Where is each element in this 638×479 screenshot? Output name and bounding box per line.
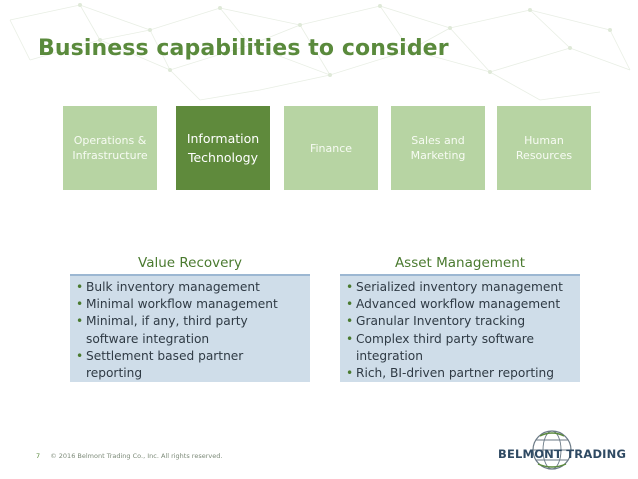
- globe-logo-icon: [532, 430, 572, 470]
- tab-information-technology[interactable]: Information Technology: [176, 106, 270, 190]
- tab-sales-marketing[interactable]: Sales and Marketing: [391, 106, 485, 190]
- value-recovery-heading: Value Recovery: [70, 252, 310, 276]
- asset-management-heading: Asset Management: [340, 252, 580, 276]
- asset-management-panel: Serialized inventory management Advanced…: [340, 276, 580, 382]
- page-title: Business capabilities to consider: [38, 36, 449, 61]
- list-item: Settlement based partner: [76, 348, 304, 365]
- page-number: 7: [36, 452, 41, 460]
- list-item: Granular Inventory tracking: [346, 313, 574, 330]
- list-item: Minimal, if any, third party: [76, 313, 304, 330]
- copyright-text: © 2016 Belmont Trading Co., Inc. All rig…: [50, 452, 223, 460]
- list-item: Rich, BI-driven partner reporting: [346, 365, 574, 382]
- network-background: [9, 3, 631, 101]
- tab-label: Sales and Marketing: [410, 134, 466, 162]
- list-item: Complex third party software: [346, 331, 574, 348]
- tab-label: Information Technology: [186, 131, 260, 165]
- tab-label: Human Resources: [515, 134, 573, 162]
- list-item-continuation: integration: [356, 348, 423, 363]
- tab-human-resources[interactable]: Human Resources: [497, 106, 591, 190]
- footer: 7 © 2016 Belmont Trading Co., Inc. All r…: [36, 452, 222, 460]
- tab-finance[interactable]: Finance: [284, 106, 378, 190]
- tab-label: Operations & Infrastructure: [72, 134, 148, 162]
- tab-label: Finance: [309, 141, 353, 155]
- list-item-continuation: software integration: [86, 331, 210, 346]
- list-item: Bulk inventory management: [76, 279, 304, 296]
- list-item-continuation: reporting: [86, 366, 143, 381]
- value-recovery-panel: Bulk inventory management Minimal workfl…: [70, 276, 310, 382]
- list-item: Advanced workflow management: [346, 296, 574, 313]
- list-item: Minimal workflow management: [76, 296, 304, 313]
- list-item: Serialized inventory management: [346, 279, 574, 296]
- company-logo-text: BELMONT TRADING: [498, 447, 627, 461]
- tab-operations-infrastructure[interactable]: Operations & Infrastructure: [63, 106, 157, 190]
